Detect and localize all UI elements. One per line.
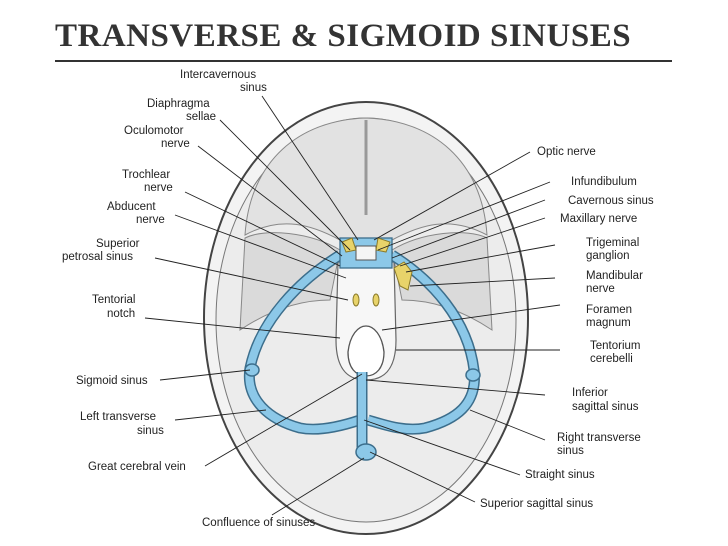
pituitary-fossa (355, 245, 377, 261)
left-optic-nerve-shape (341, 237, 357, 253)
label-great-cerebral-vein: Great cerebral vein (88, 461, 186, 473)
transverse-sinus-fill (245, 251, 479, 434)
left-sigmoid-stub (244, 363, 260, 377)
label-maxillary-nerve: Maxillary nerve (560, 213, 637, 225)
right-optic-nerve-shape (375, 237, 391, 253)
trigeminal-ganglion-shape (393, 261, 413, 291)
label-sigmoid-sinus: Sigmoid sinus (76, 375, 148, 387)
title-underline (55, 60, 672, 62)
right-nerve-root (372, 293, 380, 307)
slide-title: TRANSVERSE & SIGMOID SINUSES (55, 18, 632, 54)
foramen-magnum-opening (347, 325, 385, 377)
leader-lines (144, 95, 561, 516)
label-infundibulum: Infundibulum (571, 176, 637, 188)
label-superior-sagittal-sinus: Superior sagittal sinus (480, 498, 593, 510)
left-nerve-root (352, 293, 360, 307)
right-sigmoid-stub (465, 368, 481, 382)
confluence-node (355, 443, 377, 461)
label-confluence-of-sinuses: Confluence of sinuses (202, 517, 315, 529)
label-optic-nerve: Optic nerve (537, 146, 596, 158)
label-straight-sinus: Straight sinus (525, 469, 595, 481)
label-cavernous-sinus: Cavernous sinus (568, 195, 654, 207)
